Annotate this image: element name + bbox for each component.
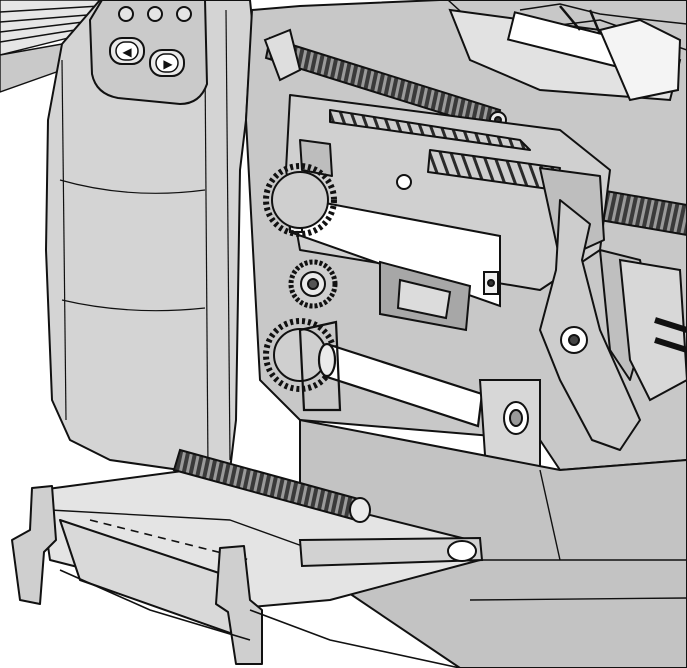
chevron-right-icon: ▶ [163, 57, 173, 71]
right-side-detail [618, 258, 687, 402]
front-spring [172, 448, 371, 523]
front-guide-clip[interactable] [215, 545, 263, 665]
indicator-light [176, 6, 192, 22]
control-panel: ◀ ▶ [88, 0, 209, 106]
gear-middle [288, 259, 338, 309]
left-arrow-button[interactable]: ◀ [109, 37, 145, 65]
chevron-left-icon: ◀ [122, 45, 132, 59]
left-housing [45, 0, 253, 471]
platen-roller [298, 320, 484, 428]
top-rail [0, 0, 103, 93]
right-arrow-button[interactable]: ▶ [149, 49, 185, 77]
indicator-light [118, 6, 134, 22]
gear-top [263, 163, 337, 237]
inner-mechanism [379, 260, 472, 332]
ribbon-hub [448, 5, 682, 102]
tray-hinge-arm [298, 536, 484, 568]
indicator-light [147, 6, 163, 22]
media-tray [39, 469, 481, 641]
base-contour [59, 569, 461, 668]
roller-support [478, 379, 541, 471]
left-guide-clip[interactable] [11, 485, 57, 605]
